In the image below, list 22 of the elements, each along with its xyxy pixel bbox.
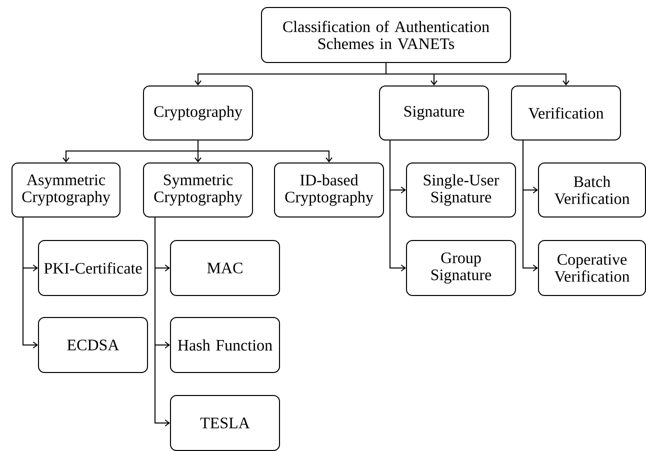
category-box: TESLA [170, 395, 280, 451]
arrow [198, 140, 332, 162]
category-box: Signature [379, 86, 489, 140]
category-box: Group Signature [406, 240, 516, 296]
category-box: Asymmetric Cryptography [12, 162, 120, 218]
category-box: ECDSA [38, 317, 148, 373]
category-box: MAC [170, 240, 280, 296]
arrow [522, 140, 538, 272]
category-box: Classification of Authentication Schemes in VANETs [261, 7, 511, 63]
arrow [154, 217, 170, 426]
category-box: Coperative Verification [538, 240, 646, 296]
arrow [390, 140, 406, 272]
arrow [22, 217, 38, 348]
category-box: Cryptography [143, 86, 253, 140]
arrow [386, 62, 570, 86]
category-box: Batch Verification [538, 162, 646, 218]
category-box: Hash Function [170, 317, 280, 373]
category-box: Verification [511, 86, 621, 140]
category-box: Symmetric Cryptography [143, 162, 253, 218]
category-box: Single-User Signature [406, 162, 516, 218]
category-box: ID-based Cryptography [274, 162, 384, 218]
category-box: PKI-Certificate [38, 240, 148, 296]
